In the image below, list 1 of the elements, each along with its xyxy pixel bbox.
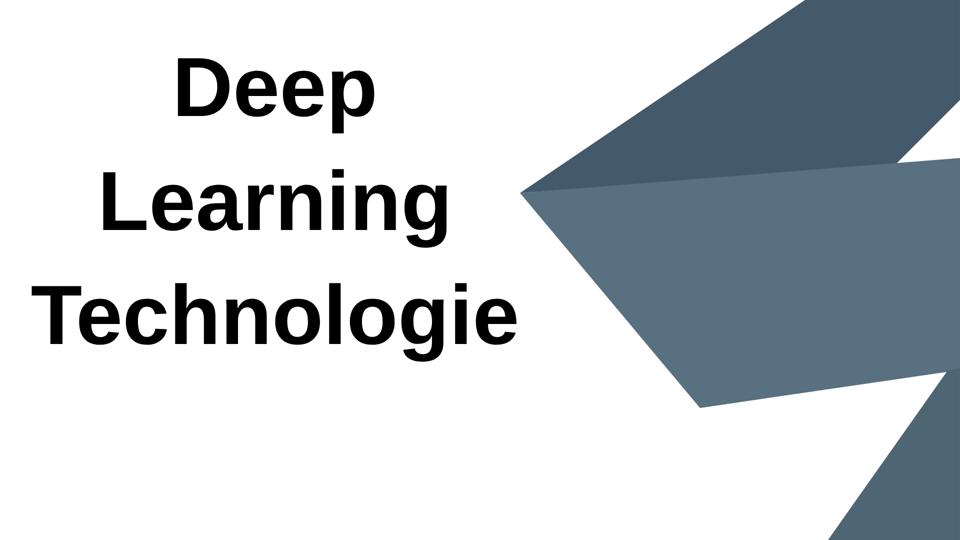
title: Deep Learning Technologie bbox=[32, 58, 516, 362]
